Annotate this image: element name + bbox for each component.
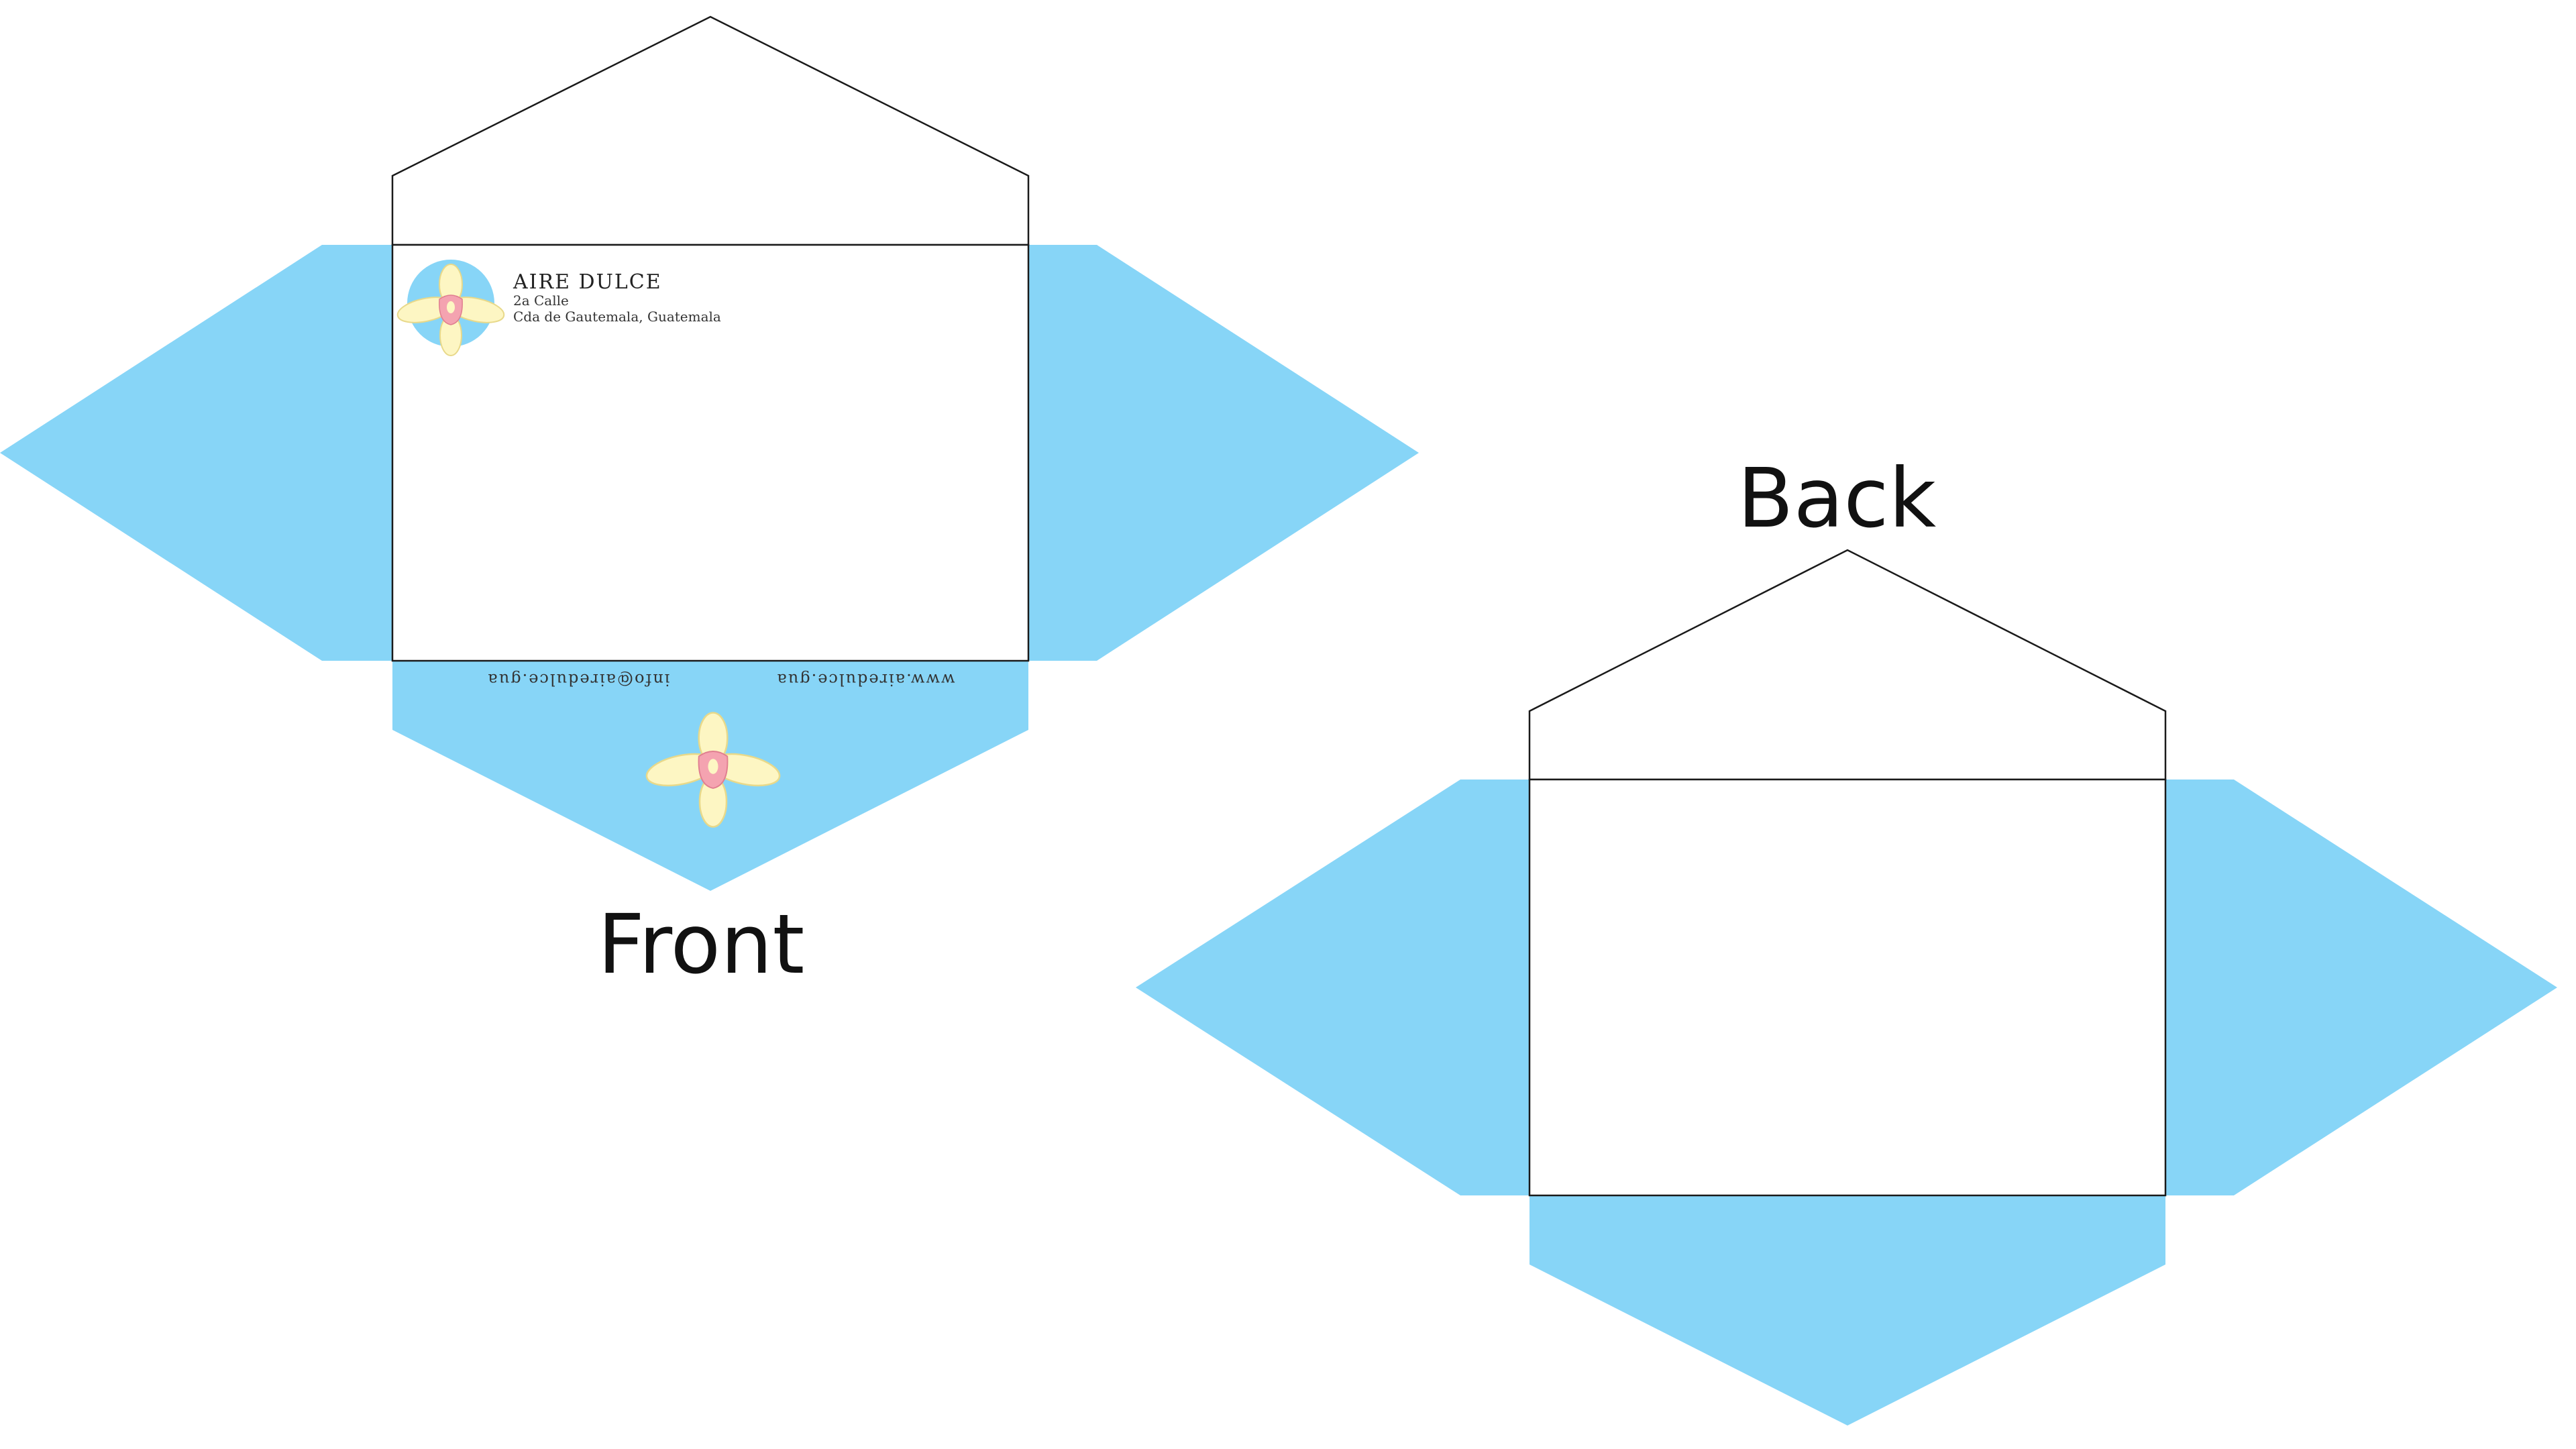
back-envelope: Back	[1136, 451, 2557, 1426]
logo-orchid	[396, 264, 505, 356]
back-label: Back	[1737, 451, 1937, 546]
orchid-column	[708, 759, 718, 774]
address-line-1: 2a Calle	[513, 292, 569, 309]
orchid-icon	[645, 712, 781, 828]
back-right-flap	[2165, 780, 2557, 1195]
front-left-flap	[0, 245, 392, 661]
back-top-flap	[1528, 549, 2167, 781]
front-label: Front	[598, 897, 805, 992]
back-bottom-flap	[1529, 1195, 2165, 1426]
flap-email: info@airedulce.gua	[486, 670, 669, 689]
flap-website: www.airedulce.gua	[776, 670, 955, 689]
address-line-2: Cda de Gautemala, Guatemala	[513, 309, 721, 325]
back-left-flap	[1136, 780, 1529, 1195]
front-right-flap	[1028, 245, 1419, 661]
back-main-panel	[1528, 778, 2167, 1197]
flap-orchid	[645, 712, 781, 828]
orchid-logo-icon	[396, 260, 505, 356]
orchid-column	[447, 301, 455, 313]
brand-name: AIRE DULCE	[513, 270, 662, 294]
front-envelope: AIRE DULCE 2a Calle Cda de Gautemala, Gu…	[0, 15, 1419, 992]
front-top-flap	[391, 15, 1030, 246]
